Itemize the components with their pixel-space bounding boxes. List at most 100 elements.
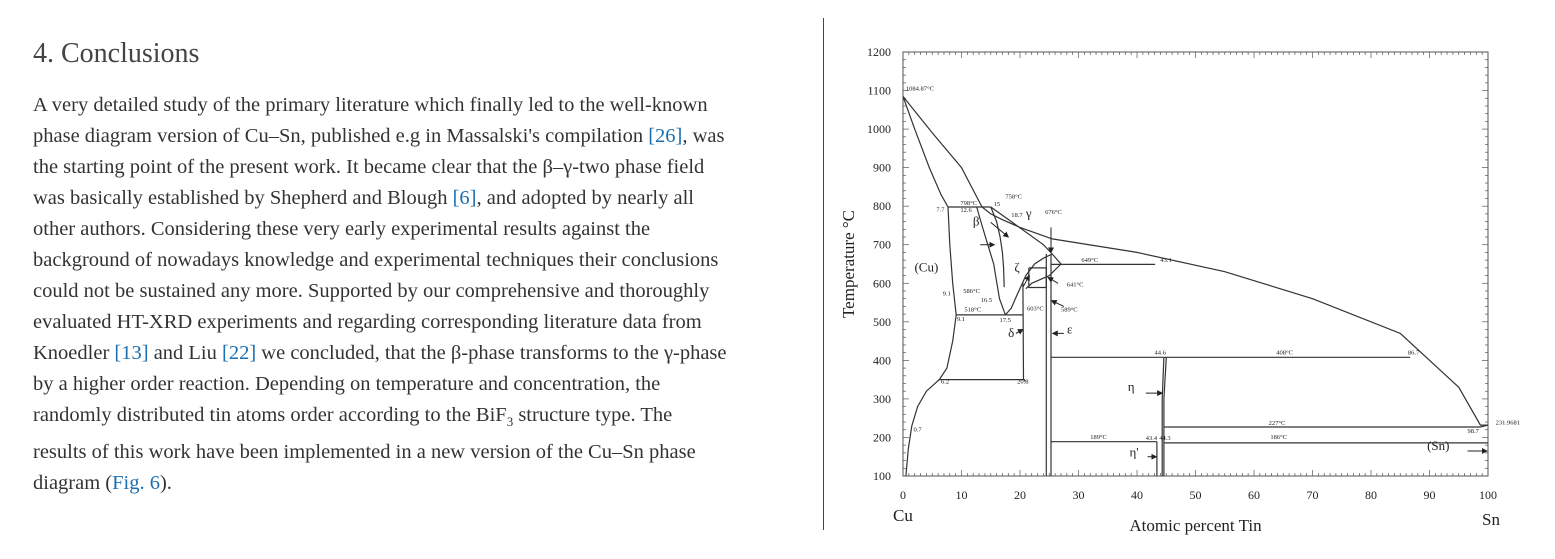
paragraph-line: could not be sustained any more. Support… (33, 280, 710, 302)
citation-link[interactable]: Fig. 6 (112, 472, 160, 495)
x-tick-label: 40 (1131, 488, 1143, 502)
x-tick-label: 10 (956, 488, 968, 502)
y-tick-label: 700 (873, 238, 891, 252)
diagram-annotation: 44.6 (1155, 350, 1167, 357)
paragraph-line: evaluated HT-XRD experiments and regardi… (33, 311, 702, 333)
phase-boundary-eta-left (1161, 357, 1165, 476)
x-tick-label: 0 (900, 488, 906, 502)
diagram-annotation: 16.5 (981, 297, 992, 304)
diagram-annotation: 186°C (1270, 434, 1287, 441)
diagram-annotation: 798°C (960, 200, 977, 207)
paragraph-line: the starting point of the present work. … (33, 156, 705, 178)
phase-boundary-sn-solvus (1480, 424, 1489, 428)
phase-boundary-gamma-right (990, 206, 1062, 290)
diagram-annotation: 43.4 (1146, 435, 1158, 442)
paragraph-line: other authors. Considering these very ea… (33, 218, 651, 240)
section-heading: 4. Conclusions (33, 38, 200, 69)
diagram-annotation: 189°C (1090, 434, 1107, 441)
phase-label: δ (1008, 325, 1014, 340)
diagram-arrow (1050, 300, 1065, 307)
y-tick-label: 300 (873, 392, 891, 406)
diagram-annotation: 9.1 (957, 316, 965, 323)
diagram-annotation: 43.1 (1160, 257, 1171, 264)
y-tick-label: 200 (873, 430, 891, 444)
article-section: 4. Conclusions A very detailed study of … (33, 38, 813, 499)
paragraph-line: results of this work have been implement… (33, 441, 696, 464)
conclusions-paragraph: A very detailed study of the primary lit… (33, 90, 813, 499)
diagram-annotation: 0.7 (914, 427, 923, 434)
subscript: 3 (506, 414, 514, 430)
column-divider (823, 18, 824, 530)
paragraph-line: background of nowadays knowledge and exp… (33, 249, 719, 271)
diagram-annotation: 676°C (1045, 209, 1062, 216)
diagram-annotation: 1084.87°C (906, 86, 934, 93)
phase-label: η (1128, 379, 1135, 394)
x-tick-label: 80 (1365, 488, 1377, 502)
diagram-arrow (990, 221, 1010, 238)
paragraph-line: A very detailed study of the primary lit… (33, 94, 708, 116)
paragraph-line: randomly distributed tin atoms order acc… (33, 404, 673, 430)
diagram-annotation: 17.5 (1000, 317, 1011, 324)
paragraph-line: was basically established by Shepherd an… (33, 187, 694, 209)
x-tick-label: 60 (1248, 488, 1260, 502)
diagram-annotation: 586°C (963, 288, 980, 295)
citation-link[interactable]: [26] (648, 125, 683, 147)
phase-boundary-beta-right (990, 206, 1005, 288)
phase-label: ε (1067, 321, 1073, 336)
phase-label: (Cu) (914, 260, 938, 275)
plot-frame (902, 51, 1489, 477)
citation-link[interactable]: [22] (222, 342, 257, 364)
x-end-label-sn: Sn (1482, 510, 1500, 529)
phase-boundary-solidus-cu (902, 96, 949, 208)
phase-boundary-delta (1022, 282, 1025, 380)
phase-label: ζ (1014, 260, 1020, 275)
x-end-label-cu: Cu (893, 506, 913, 525)
phase-boundary-liquidus-cu (902, 96, 1488, 426)
x-tick-label: 100 (1479, 488, 1497, 502)
y-tick-label: 1000 (867, 122, 891, 136)
x-axis-label: Atomic percent Tin (1129, 516, 1262, 535)
diagram-annotation: 641°C (1067, 281, 1084, 288)
diagram-annotation: 6.2 (941, 378, 949, 385)
diagram-annotation: 758°C (1005, 193, 1022, 200)
diagram-annotation: 18.7 (1011, 212, 1023, 219)
y-tick-label: 800 (873, 199, 891, 213)
y-tick-label: 400 (873, 353, 891, 367)
diagram-annotation: 86.7 (1408, 350, 1420, 357)
diagram-arrow (1047, 276, 1059, 284)
phase-label: η' (1130, 445, 1139, 460)
diagram-annotation: 408°C (1276, 350, 1293, 357)
x-tick-label: 70 (1307, 488, 1319, 502)
y-tick-label: 100 (873, 469, 891, 483)
diagram-annotation: 20.8 (1017, 378, 1028, 385)
y-axis-label: Temperature °C (839, 210, 858, 318)
y-tick-label: 1100 (867, 84, 891, 98)
x-tick-label: 20 (1014, 488, 1026, 502)
citation-link[interactable]: [13] (114, 342, 149, 364)
phase-label: γ (1025, 206, 1032, 221)
phase-label: β (973, 213, 980, 228)
diagram-annotation: 12.6 (960, 207, 972, 214)
diagram-annotation: 603°C (1027, 305, 1044, 312)
diagram-annotation: 231.9681 (1496, 420, 1520, 427)
diagram-annotation: 98.7 (1468, 428, 1480, 435)
x-tick-label: 50 (1190, 488, 1202, 502)
diagram-annotation: 44.3 (1159, 435, 1170, 442)
y-tick-label: 1200 (867, 45, 891, 59)
phase-boundary-beta-left (976, 206, 1006, 316)
y-tick-label: 500 (873, 315, 891, 329)
diagram-annotation: 518°C (964, 306, 981, 313)
y-tick-label: 600 (873, 276, 891, 290)
paragraph-line: diagram (Fig. 6). (33, 472, 172, 495)
diagram-annotation: 9.1 (943, 291, 951, 298)
diagram-annotation: 7.7 (936, 207, 945, 214)
x-tick-label: 30 (1073, 488, 1085, 502)
phase-boundary-eta-right (1163, 357, 1167, 476)
paragraph-line: Knoedler [13] and Liu [22] we concluded,… (33, 342, 727, 364)
citation-link[interactable]: [6] (452, 187, 477, 209)
diagram-annotation: 649°C (1081, 257, 1098, 264)
diagram-arrow (1022, 274, 1030, 288)
paragraph-line: by a higher order reaction. Depending on… (33, 373, 661, 395)
